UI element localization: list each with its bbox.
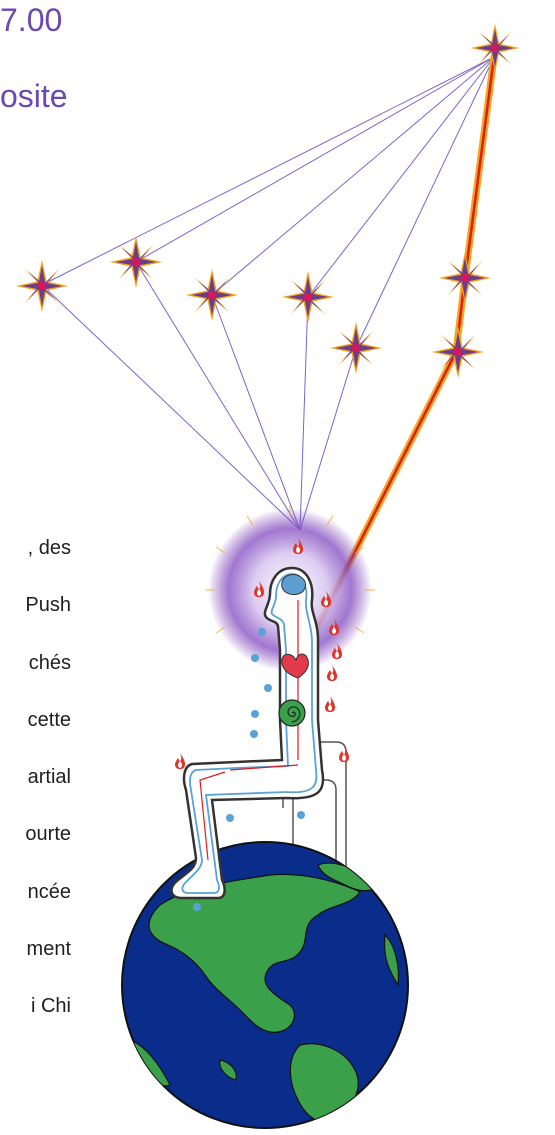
star-connector-lines (42, 57, 494, 530)
star-icon (432, 326, 484, 378)
flame-icon (293, 538, 303, 554)
body-line: ncée (28, 880, 71, 904)
flame-icon (339, 746, 349, 762)
body-line: i Chi (31, 994, 71, 1018)
star-icon (330, 322, 382, 374)
energy-dots (193, 628, 305, 911)
body-line: ment (27, 937, 71, 961)
flame-icon (332, 643, 342, 659)
brain-icon (282, 575, 306, 595)
heading-line-1: 7.00 (0, 2, 62, 38)
flame-icon (329, 619, 339, 635)
flame-icon (325, 696, 335, 712)
star-icon (439, 252, 491, 304)
stars (16, 24, 519, 378)
flame-icon (321, 591, 331, 607)
heart-icon (282, 654, 309, 678)
body-line: , des (28, 536, 71, 560)
body-line: cette (28, 708, 71, 732)
star-icon (16, 260, 68, 312)
star-icon (282, 271, 334, 323)
energy-beam (318, 57, 494, 625)
flame-icon (175, 753, 185, 769)
flames (175, 538, 349, 769)
flame-icon (327, 665, 337, 681)
spiral-icon (279, 700, 305, 726)
star-icon (186, 269, 238, 321)
body-line: artial (28, 765, 71, 789)
body-line: chés (29, 651, 71, 675)
body-line: ourte (25, 822, 71, 846)
globe-icon (122, 842, 408, 1128)
star-icon (110, 236, 162, 288)
halo (205, 505, 375, 672)
body-line: Push (25, 593, 71, 617)
flame-icon (254, 581, 264, 597)
star-icon (471, 24, 520, 73)
heading-line-2: osite (0, 78, 68, 114)
seated-person-outline (172, 568, 323, 898)
chair (283, 742, 346, 906)
